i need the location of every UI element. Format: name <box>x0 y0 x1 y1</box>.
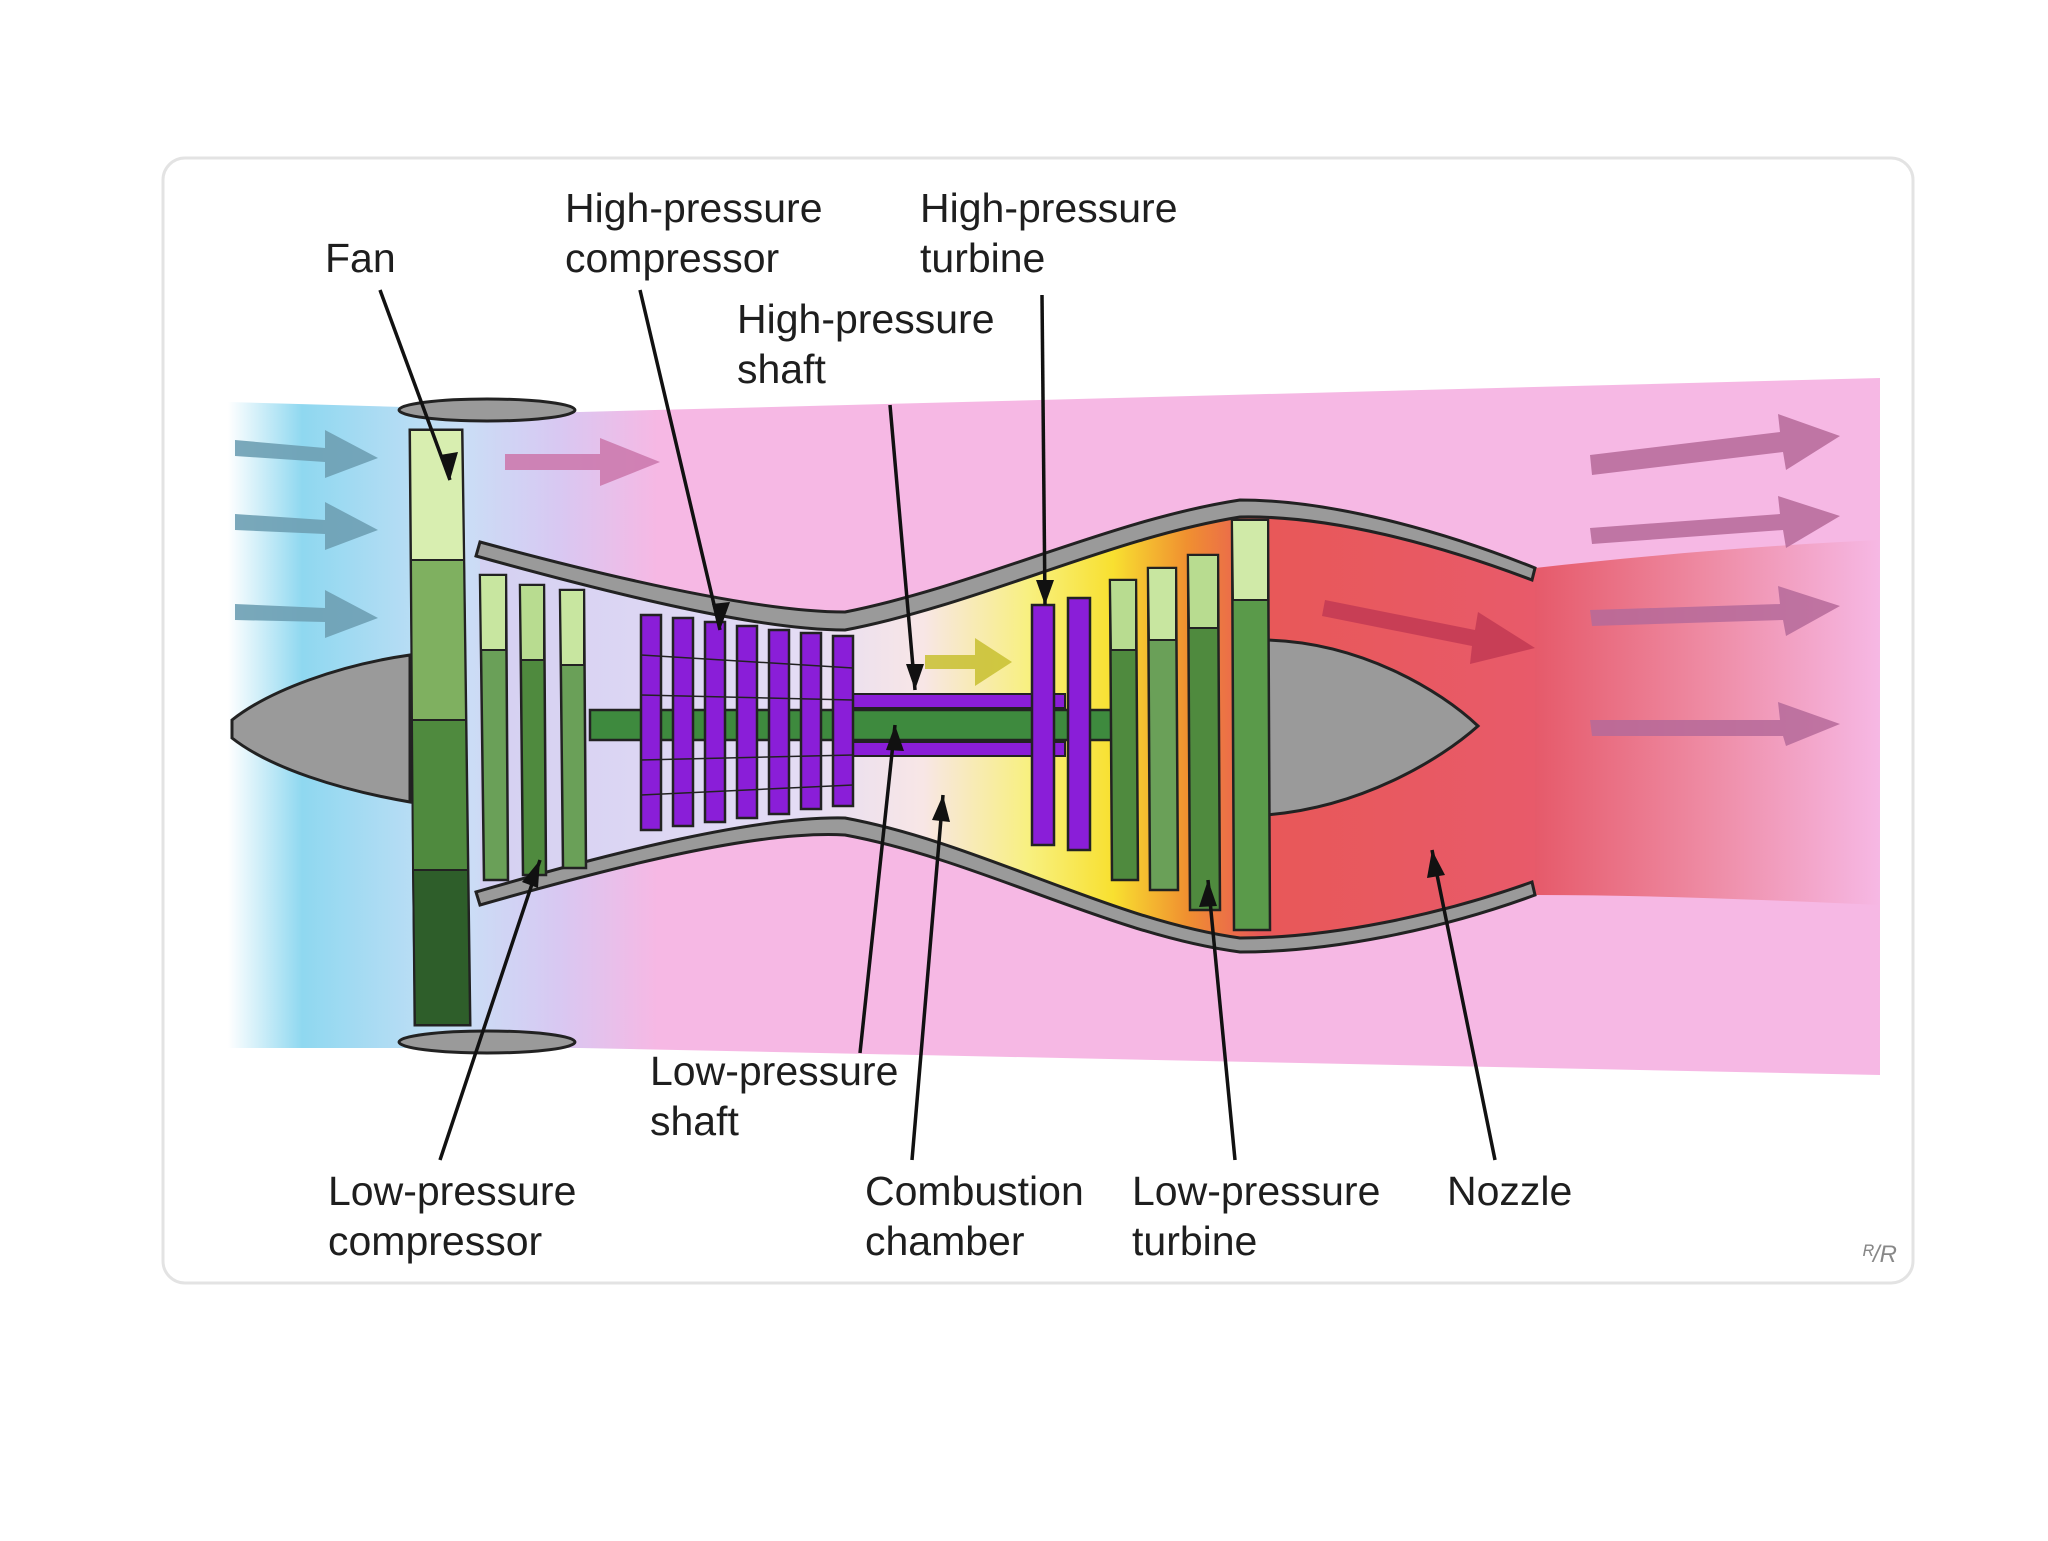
tail-cone <box>1263 638 1481 817</box>
inlet-arrows <box>235 430 378 638</box>
high-pressure-compressor-blades <box>639 613 855 832</box>
core-casing-top <box>474 498 1537 632</box>
exhaust-core-arrow <box>1322 600 1535 664</box>
nacelle-lip-bottom <box>397 1029 577 1055</box>
author-signature: ᴿ/R <box>1862 1241 1897 1268</box>
high-pressure-turbine-blades <box>1030 596 1092 852</box>
front-spinner <box>230 653 412 804</box>
fan-blades <box>408 428 472 1027</box>
outlet-arrows <box>1590 414 1840 746</box>
label-nozzle: Nozzle <box>1447 1168 1572 1214</box>
leader-lines <box>378 289 1497 1161</box>
nacelle-lip-top <box>397 397 577 423</box>
low-pressure-compressor-blades <box>478 573 588 882</box>
core-casing-bottom <box>474 816 1537 954</box>
label-fan: Fan <box>325 235 396 281</box>
low-pressure-turbine-blades <box>1108 518 1272 932</box>
combustion-arrow <box>925 638 1012 686</box>
leader-arrowheads <box>440 452 1445 907</box>
bypass-arrow <box>505 438 660 486</box>
